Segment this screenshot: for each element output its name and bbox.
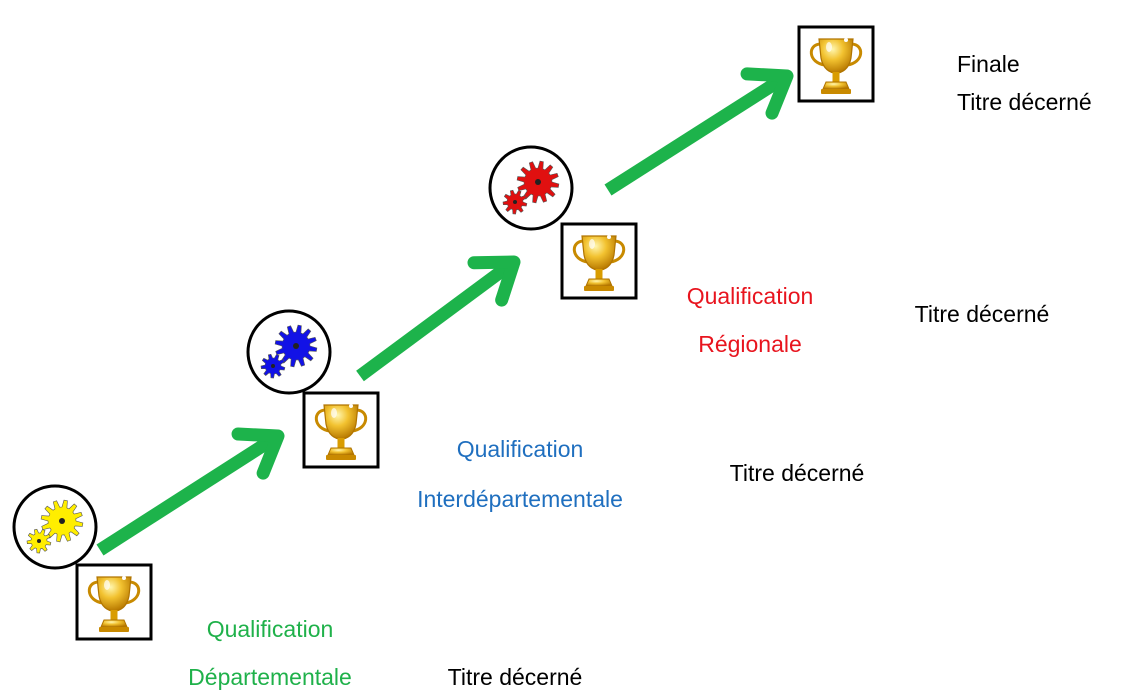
trophy-icon-finale <box>797 25 875 103</box>
stage2-level-label: Interdépartementale <box>417 486 623 512</box>
stage1-title-label: Titre décerné <box>447 664 583 690</box>
final-title-label: Titre décerné <box>957 89 1092 115</box>
stage2-qualification-label: Qualification <box>456 436 584 462</box>
gears-icon-departementale <box>12 484 98 570</box>
stage3-level-label: Régionale <box>698 331 802 357</box>
arrow-icon-3 <box>604 67 794 196</box>
stage1-level-label: Départementale <box>188 664 352 690</box>
stage3-title-label: Titre décerné <box>914 301 1050 327</box>
trophy-icon-regionale <box>560 222 638 300</box>
trophy-icon-interdepartementale <box>302 391 380 469</box>
final-label: Finale <box>957 51 1020 77</box>
stage1-qualification-label: Qualification <box>206 616 334 642</box>
trophy-icon-departementale <box>75 563 153 641</box>
gears-icon-regionale <box>488 145 574 231</box>
stage2-title-label: Titre décerné <box>729 460 865 486</box>
gears-icon-interdepartementale <box>246 309 332 395</box>
arrow-icon-2 <box>356 255 521 382</box>
arrow-icon-1 <box>96 427 285 556</box>
stage3-qualification-label: Qualification <box>686 283 814 309</box>
